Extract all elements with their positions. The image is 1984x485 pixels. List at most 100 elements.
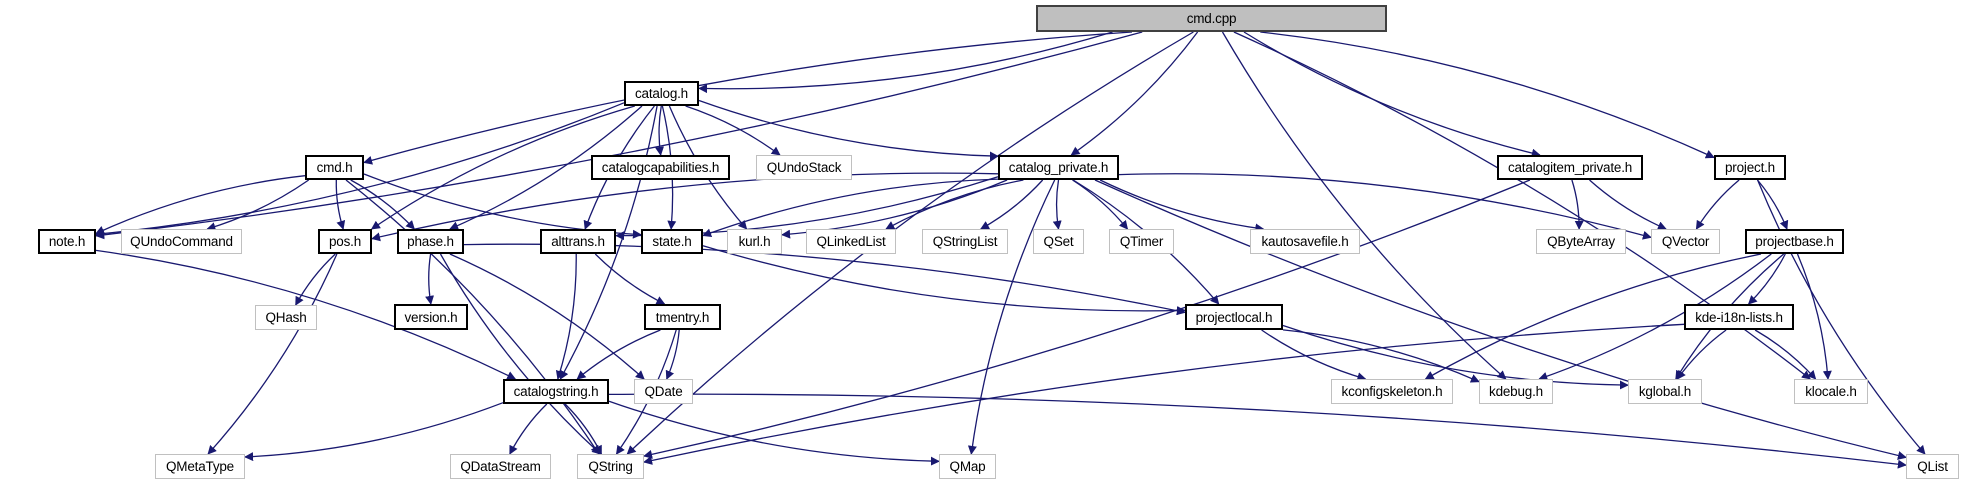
edge-kde-i18n-lists-h-to-klocale-h (1754, 329, 1817, 380)
edge-catalog-private-h-to-pos-h (371, 172, 999, 242)
edge-phase-h-to-QString (439, 253, 602, 455)
edge-projectbase-h-to-klocale-h (1796, 253, 1832, 380)
edge-catalog-private-h-to-kautosavefile-h (1099, 179, 1265, 233)
edge-cmd-h-to-state-h (363, 173, 642, 239)
node-qbytearray[interactable]: QByteArray (1536, 229, 1626, 254)
edge-catalog-private-h-to-QSet (1052, 179, 1062, 230)
edge-catalog-private-h-to-state-h (702, 178, 999, 238)
edge-cmd-cpp-to-catalog-private-h (1070, 31, 1199, 156)
edge-tmentry-h-to-QDate (665, 329, 680, 380)
edge-cmd-cpp-to-kdebug-h (1221, 31, 1507, 380)
edge-cmd-h-to-QUndoCommand (206, 179, 310, 231)
edge-state-h-to-projectlocal-h (702, 245, 1186, 316)
edge-cmd-cpp-to-project-h (1260, 31, 1715, 159)
node-qvector[interactable]: QVector (1651, 229, 1720, 254)
edge-note-h-to-catalogstring-h (95, 249, 517, 380)
node-qstringlist[interactable]: QStringList (922, 229, 1008, 254)
edge-projectlocal-h-to-kdebug-h (1282, 329, 1480, 383)
node-kautosavefile-h[interactable]: kautosavefile.h (1250, 229, 1360, 254)
node-catalogitem-private-h[interactable]: catalogitem_private.h (1497, 155, 1643, 180)
node-pos-h[interactable]: pos.h (318, 229, 372, 254)
node-qhash[interactable]: QHash (255, 305, 317, 330)
node-alttrans-h[interactable]: alttrans.h (540, 229, 616, 254)
edge-catalogitem-private-h-to-QString (643, 179, 1531, 459)
node-qdatastream[interactable]: QDataStream (450, 454, 551, 479)
edge-projectlocal-h-to-kconfigskeleton-h (1261, 329, 1367, 382)
edge-catalogstring-h-to-QString (564, 403, 602, 455)
edge-cmd-cpp-to-note-h (95, 31, 1143, 240)
edge-tmentry-h-to-catalogstring-h (576, 329, 661, 380)
edge-projectlocal-h-to-kglobal-h (1282, 324, 1629, 390)
edge-kde-i18n-lists-h-to-kglobal-h (1676, 329, 1727, 380)
edge-cmd-cpp-to-catalog-h (698, 31, 1113, 94)
node-tmentry-h[interactable]: tmentry.h (644, 304, 721, 330)
node-qstring[interactable]: QString (577, 454, 644, 479)
node-qundostack[interactable]: QUndoStack (756, 155, 852, 180)
node-note-h[interactable]: note.h (38, 229, 96, 254)
edge-kde-i18n-lists-h-to-QString (643, 323, 1685, 465)
edge-catalogstring-h-to-QList (608, 393, 1907, 469)
edge-catalog-private-h-to-QTimer (1072, 179, 1129, 230)
edge-projectbase-h-to-kconfigskeleton-h (1424, 253, 1762, 380)
edge-project-h-to-projectbase-h (1757, 179, 1789, 230)
node-cmd-h[interactable]: cmd.h (305, 155, 364, 180)
edge-project-h-to-QVector (1695, 179, 1740, 230)
edge-cmd-h-to-note-h (95, 175, 306, 235)
edge-cmd-cpp-to-QString (626, 31, 1194, 455)
edge-cmd-h-to-pos-h (335, 179, 346, 230)
edge-pos-h-to-QMetaType (207, 253, 338, 455)
edge-catalogstring-h-to-QMap (608, 400, 940, 466)
node-klocale-h[interactable]: klocale.h (1794, 379, 1868, 404)
node-projectbase-h[interactable]: projectbase.h (1745, 229, 1844, 254)
edge-alttrans-h-to-catalogstring-h (555, 253, 577, 380)
node-catalogcapabilities-h[interactable]: catalogcapabilities.h (591, 155, 730, 180)
edge-alttrans-h-to-tmentry-h (594, 253, 666, 305)
node-kdebug-h[interactable]: kdebug.h (1479, 379, 1553, 404)
node-project-h[interactable]: project.h (1714, 155, 1786, 180)
node-qlinkedlist[interactable]: QLinkedList (806, 229, 896, 254)
edge-catalog-private-h-to-QMap (967, 179, 1056, 455)
edge-catalog-private-h-to-QLinkedList (885, 179, 1024, 230)
node-catalog-h[interactable]: catalog.h (624, 81, 699, 106)
node-qtimer[interactable]: QTimer (1109, 229, 1174, 254)
node-catalog-private-h[interactable]: catalog_private.h (998, 155, 1119, 180)
edge-catalogitem-private-h-to-QByteArray (1571, 179, 1584, 230)
node-qdate[interactable]: QDate (634, 379, 693, 404)
edge-pos-h-to-QHash (295, 253, 336, 306)
edge-catalogstring-h-to-QMetaType (244, 402, 504, 462)
node-qset[interactable]: QSet (1033, 229, 1084, 254)
edge-catalogitem-private-h-to-QVector (1589, 179, 1667, 230)
node-kurl-h[interactable]: kurl.h (727, 229, 782, 254)
edge-phase-h-to-version-h (425, 253, 434, 305)
edge-cmd-cpp-to-cmd-h (363, 31, 1133, 165)
edge-catalog-private-h-to-alttrans-h (615, 176, 999, 241)
node-kconfigskeleton-h[interactable]: kconfigskeleton.h (1331, 379, 1453, 404)
node-state-h[interactable]: state.h (641, 229, 703, 254)
edge-catalog-h-to-catalog-private-h (698, 99, 999, 161)
edge-catalog-h-to-QUndoStack (685, 105, 781, 156)
edge-projectbase-h-to-kde-i18n-lists-h (1747, 253, 1786, 305)
node-qlist[interactable]: QList (1906, 454, 1959, 479)
node-catalogstring-h[interactable]: catalogstring.h (503, 379, 609, 404)
node-projectlocal-h[interactable]: projectlocal.h (1185, 304, 1283, 330)
edge-catalog-private-h-to-QStringList (980, 179, 1044, 230)
node-qmetatype[interactable]: QMetaType (155, 454, 245, 479)
node-kde-i18n-lists-h[interactable]: kde-i18n-lists.h (1684, 304, 1794, 330)
edge-catalog-h-to-pos-h (370, 105, 635, 230)
edge-cmd-h-to-QString (345, 179, 600, 455)
edge-phase-h-to-projectlocal-h (463, 243, 1186, 316)
edge-phase-h-to-QDate (449, 253, 645, 380)
edge-catalog-h-to-catalogcapabilities-h (655, 105, 664, 156)
edge-project-h-to-QList (1756, 179, 1926, 455)
edge-catalog-private-h-to-QVector (1118, 173, 1652, 240)
node-kglobal-h[interactable]: kglobal.h (1628, 379, 1702, 404)
node-qundocommand[interactable]: QUndoCommand (121, 229, 242, 254)
node-version-h[interactable]: version.h (394, 304, 468, 330)
edge-cmd-cpp-to-catalogitem-private-h (1243, 31, 1541, 158)
node-qmap[interactable]: QMap (939, 454, 996, 479)
edge-cmd-h-to-phase-h (350, 179, 415, 230)
node-cmd-cpp[interactable]: cmd.cpp (1036, 5, 1387, 32)
node-phase-h[interactable]: phase.h (397, 229, 464, 254)
edge-catalogstring-h-to-QDataStream (509, 403, 548, 455)
